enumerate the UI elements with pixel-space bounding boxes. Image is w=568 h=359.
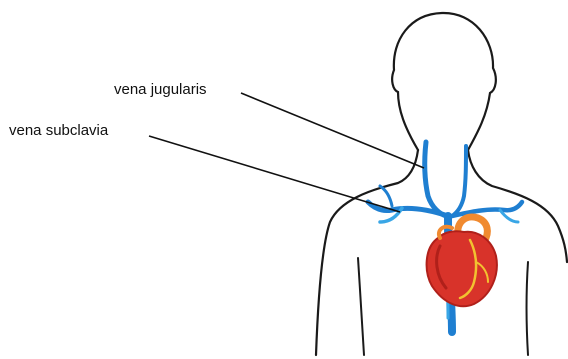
head-outline	[392, 13, 496, 150]
subclavian-vein-left-branch-upper	[380, 186, 392, 206]
jugular-vein-right	[452, 146, 466, 216]
left-arm-outline	[358, 258, 364, 355]
left-shoulder-outline	[316, 150, 418, 355]
jugular-leader-line	[241, 93, 424, 168]
label-vena-jugularis: vena jugularis	[114, 82, 207, 97]
subclavia-leader-line	[149, 136, 400, 212]
right-arm-outline	[527, 262, 529, 355]
jugular-vein-left	[425, 142, 446, 216]
label-vena-subclavia: vena subclavia	[9, 123, 108, 138]
heart	[427, 217, 497, 306]
